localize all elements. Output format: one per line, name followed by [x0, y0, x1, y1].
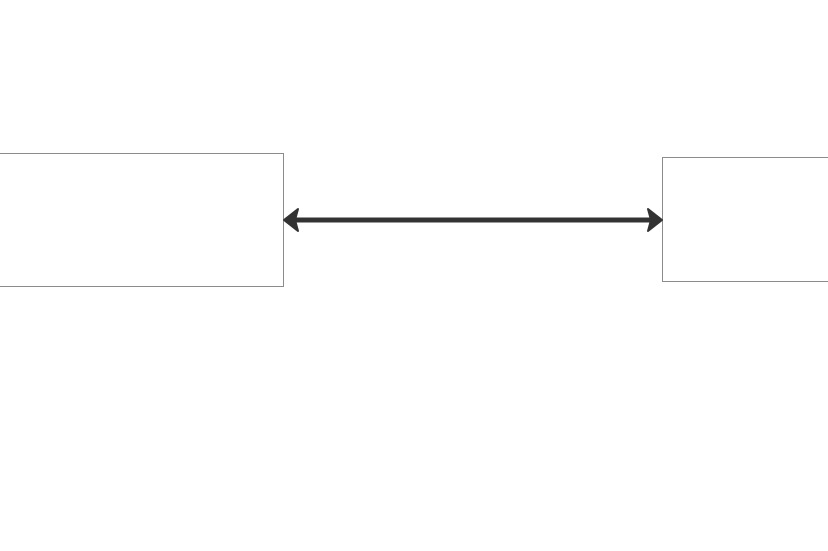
left-box-node[interactable]	[0, 153, 284, 287]
left-arrowhead-icon	[283, 208, 299, 232]
right-box-node[interactable]	[662, 157, 828, 282]
right-arrowhead-icon	[647, 208, 663, 232]
